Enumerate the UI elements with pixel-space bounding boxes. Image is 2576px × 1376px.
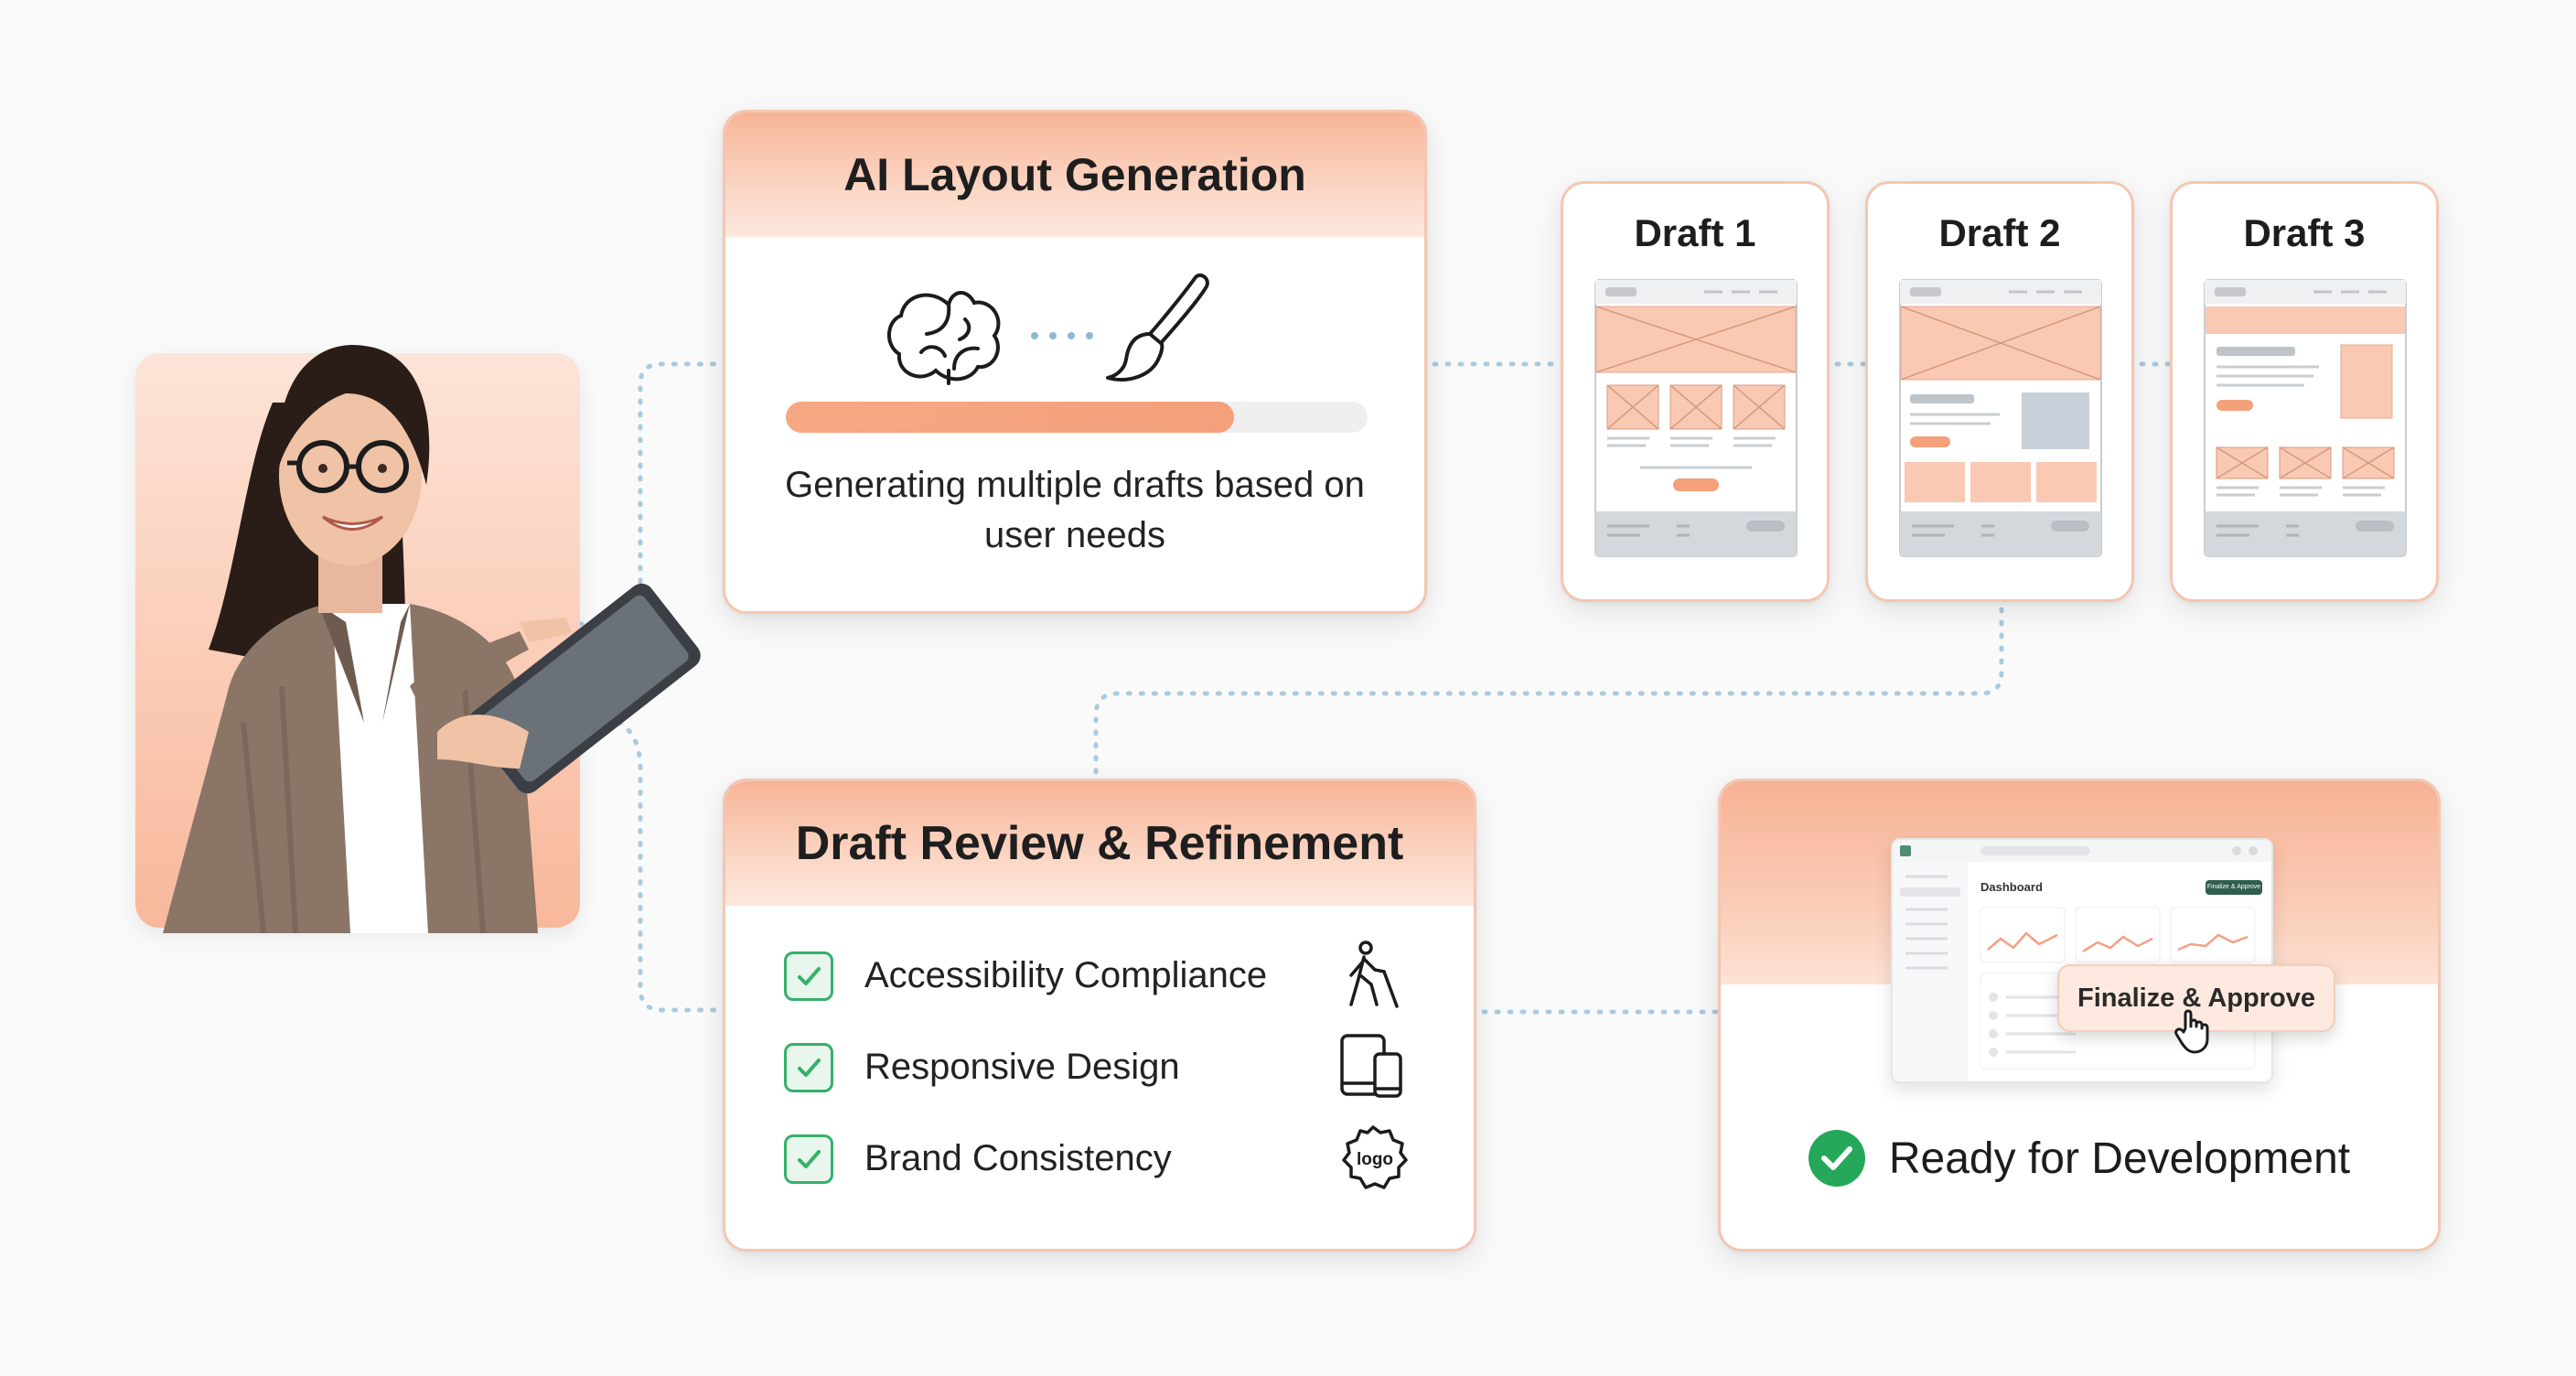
generation-progress-bar [786, 402, 1368, 433]
ai-icons-row [887, 273, 1209, 385]
check-circle-icon [1808, 1130, 1865, 1187]
draft-title: Draft 2 [1938, 211, 2061, 254]
ai-layout-generation-card: AI Layout Generation Generating multiple… [723, 110, 1427, 614]
paintbrush-icon [1106, 273, 1209, 382]
accessibility-walker-icon [1349, 941, 1399, 1008]
status-text: Ready for Development [1888, 1134, 2351, 1183]
dotted-link [1031, 332, 1093, 339]
hand-cursor-icon [2174, 1009, 2209, 1054]
draft-card-3[interactable]: Draft 3 [2170, 181, 2439, 602]
logo-badge-text: logo [1357, 1150, 1393, 1169]
checkbox-checked[interactable] [784, 951, 833, 1001]
card-title: Draft Review & Refinement [725, 781, 1474, 906]
checkbox-checked[interactable] [784, 1043, 833, 1092]
ready-for-development-card: Dashboard Finalize & Approve Finalize & … [1718, 779, 2441, 1252]
progress-fill [786, 402, 1234, 433]
wireframe-thumbnail [1899, 279, 2102, 557]
checklist-label: Responsive Design [864, 1047, 1180, 1087]
logo-badge-icon: logo [1342, 1125, 1408, 1189]
checklist-item-accessibility: Accessibility Compliance [784, 941, 1424, 1010]
generation-description: Generating multiple drafts based on user… [785, 465, 1365, 555]
checklist-label: Brand Consistency [864, 1138, 1172, 1178]
checklist-item-responsive: Responsive Design [784, 1034, 1424, 1102]
dashboard-title: Dashboard [1980, 880, 2043, 894]
draft-card-2[interactable]: Draft 2 [1865, 181, 2134, 602]
draft-card-1[interactable]: Draft 1 [1561, 181, 1830, 602]
card-title: AI Layout Generation [725, 113, 1424, 237]
dashboard-approve-button[interactable]: Finalize & Approve [2206, 880, 2262, 895]
wireframe-thumbnail [2204, 279, 2407, 557]
draft-review-refinement-card: Draft Review & Refinement Accessibility … [723, 779, 1476, 1252]
status-row: Ready for Development [1721, 1122, 2438, 1195]
draft-title: Draft 1 [1634, 211, 1756, 254]
checklist-label: Accessibility Compliance [864, 955, 1268, 995]
brain-icon [887, 291, 1001, 385]
checklist-item-brand: Brand Consistency logo [784, 1125, 1424, 1193]
woman-with-tablet-image [163, 345, 701, 933]
draft-title: Draft 3 [2243, 211, 2366, 254]
devices-icon [1340, 1034, 1402, 1098]
dashboard-preview: Dashboard Finalize & Approve [1891, 838, 2273, 1083]
dashboard-preview-art [1893, 840, 2271, 1081]
checkbox-checked[interactable] [784, 1134, 833, 1184]
wireframe-thumbnail [1594, 279, 1798, 557]
